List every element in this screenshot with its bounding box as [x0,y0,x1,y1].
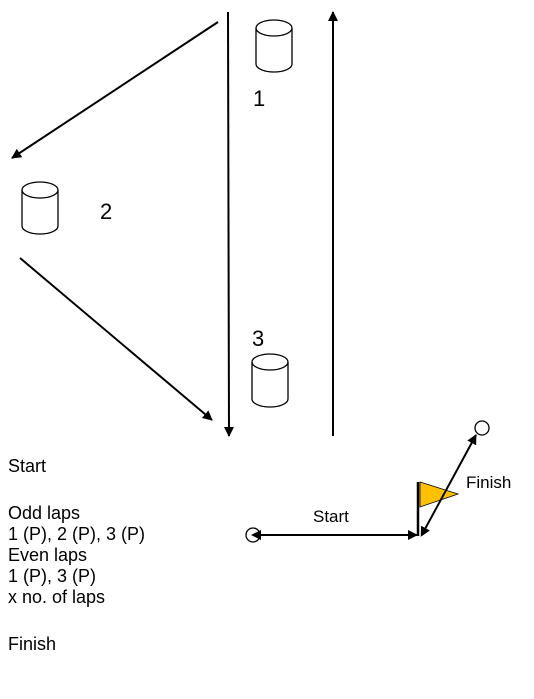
start-point-icon [245,527,261,543]
cone-3-label: 3 [252,326,265,351]
cone-2-label: 2 [100,199,113,224]
finish-marker-label: Finish [466,473,512,492]
even-laps-title: Even laps [8,545,88,565]
instruction-start: Start [8,456,47,476]
finish-double-arrow [420,434,477,537]
start-marker-label: Start [313,507,349,526]
repeat-laps: x no. of laps [8,587,106,607]
finish-point-icon [474,420,490,436]
arrow-to-cone-2 [11,21,219,159]
cone-2-icon [21,181,59,235]
odd-laps-sequence: 1 (P), 2 (P), 3 (P) [8,524,146,544]
cone-3-icon [251,353,289,408]
arrow-from-cone-2 [19,257,213,421]
cone-1-label: 1 [253,86,266,111]
cone-1-icon [255,19,293,73]
odd-laps-title: Odd laps [8,503,81,523]
instruction-finish: Finish [8,634,57,654]
arrow-down-long [223,11,234,437]
even-laps-sequence: 1 (P), 3 (P) [8,566,97,586]
